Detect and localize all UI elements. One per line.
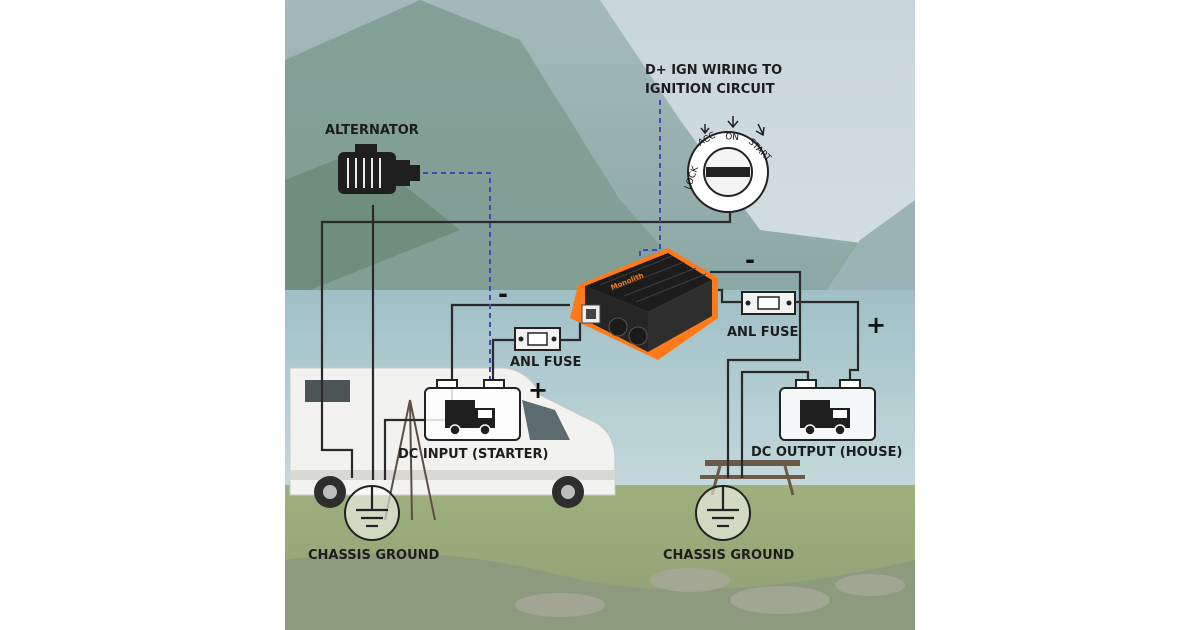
anl-fuse-input-icon xyxy=(514,327,561,351)
dplus-wiring-label-line1: D+ IGN WIRING TO xyxy=(645,63,782,78)
dc-input-label: DC INPUT (STARTER) xyxy=(398,447,548,462)
ignition-switch-icon: LOCK ACC ON START xyxy=(683,116,773,213)
anl-fuse-output-label: ANL FUSE xyxy=(727,325,798,340)
ignition-on-label: ON xyxy=(725,132,740,143)
chassis-ground-left-label: CHASSIS GROUND xyxy=(308,548,440,563)
input-positive-sign: + xyxy=(528,376,548,404)
anl-fuse-output-icon xyxy=(741,291,796,315)
anl-fuse-input-label: ANL FUSE xyxy=(510,355,581,370)
dplus-wiring-label-line2: IGNITION CIRCUIT xyxy=(645,82,775,97)
dc-dc-charger-icon: Monolith xyxy=(570,248,718,360)
output-positive-sign: + xyxy=(866,311,886,339)
chassis-ground-right-label: CHASSIS GROUND xyxy=(663,548,795,563)
output-negative-sign: - xyxy=(745,246,755,274)
positive-wires xyxy=(491,288,860,478)
alternator-label: ALTERNATOR xyxy=(325,123,419,138)
alternator-icon xyxy=(338,144,420,194)
house-battery-icon xyxy=(779,379,876,441)
chassis-ground-left-icon xyxy=(344,485,400,541)
dc-output-label: DC OUTPUT (HOUSE) xyxy=(751,445,902,460)
input-negative-sign: - xyxy=(498,280,508,308)
starter-battery-icon xyxy=(424,379,521,441)
chassis-ground-right-icon xyxy=(695,485,751,541)
